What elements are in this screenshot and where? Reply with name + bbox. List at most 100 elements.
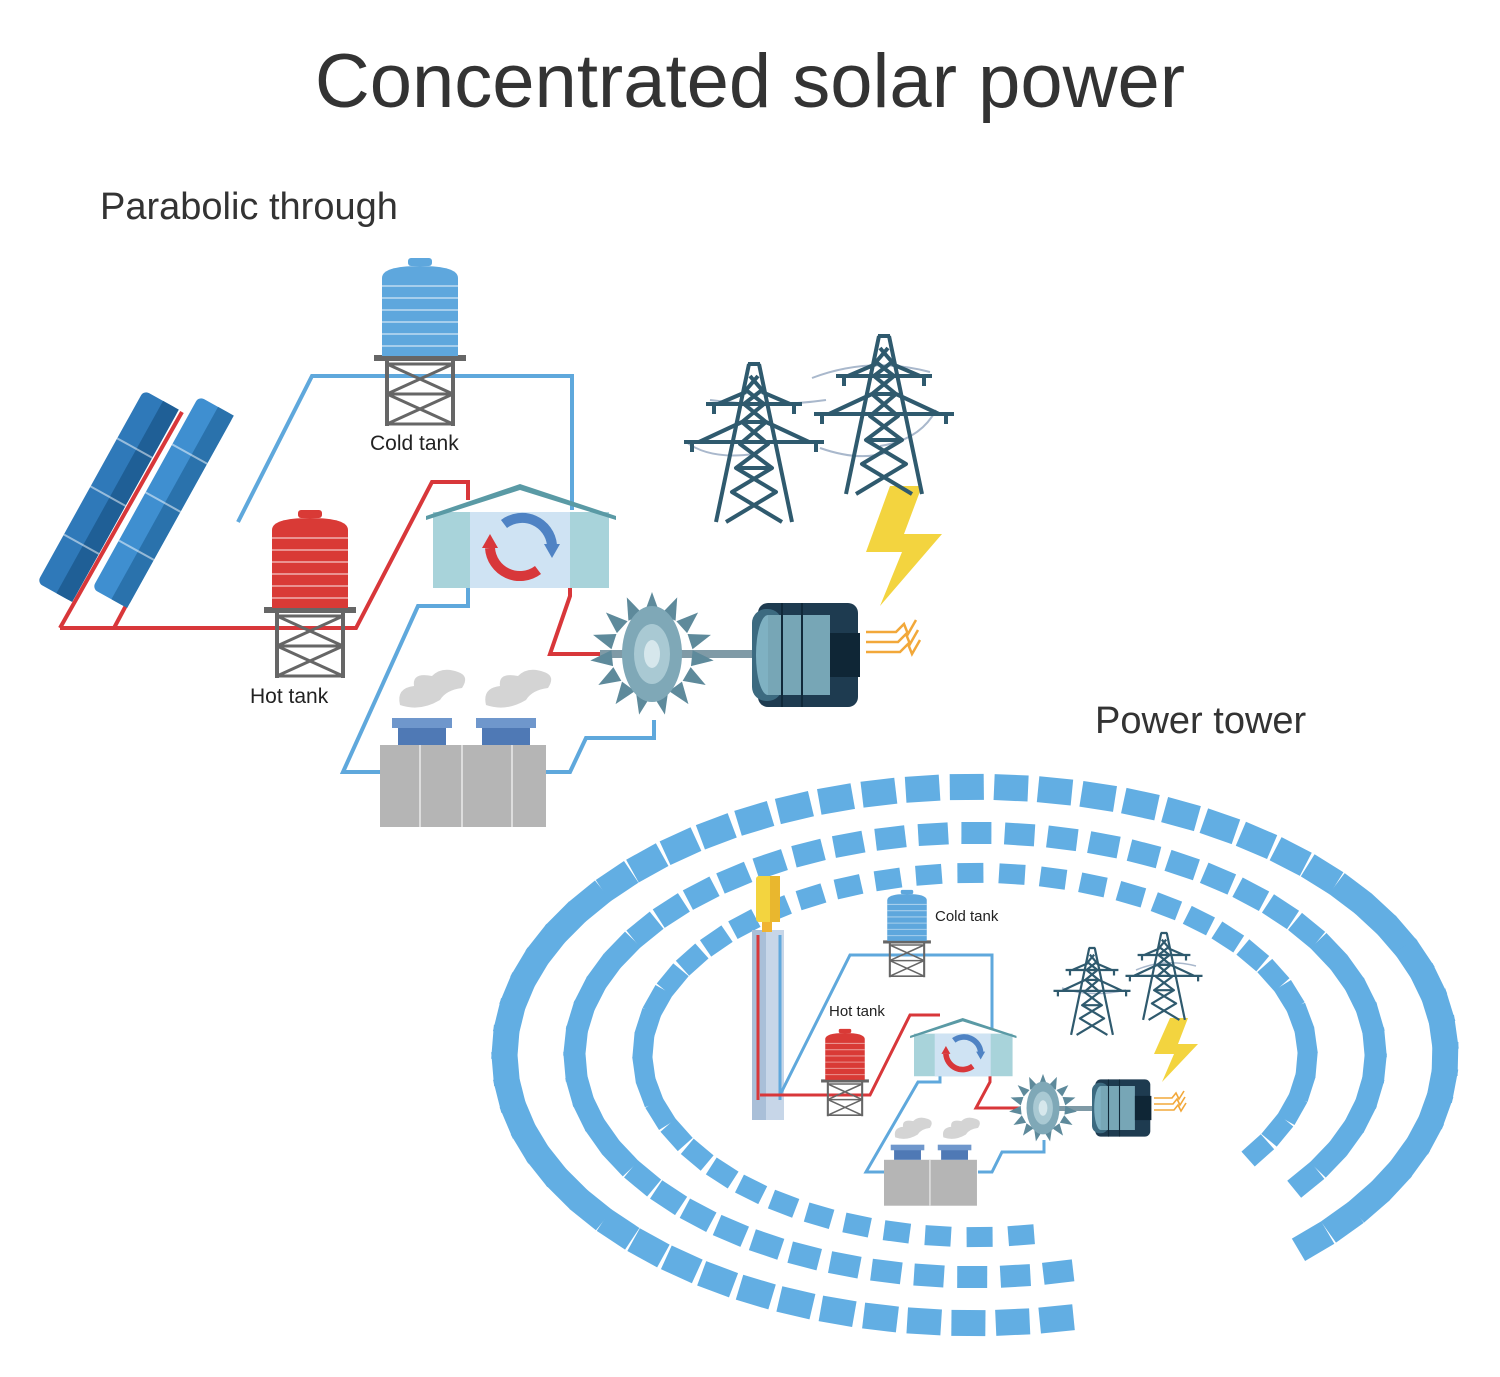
- page-title: Concentrated solar power: [314, 39, 1186, 124]
- heliostat-mirror-icon: [642, 984, 673, 1018]
- heliostat-mirror-icon: [1288, 1071, 1316, 1103]
- heliostat-mirror-icon: [695, 813, 737, 850]
- heliostat-mirror-icon: [675, 943, 709, 976]
- heliostat-mirror-icon: [998, 863, 1026, 885]
- heat-exchanger-house-icon: [910, 1017, 1017, 1077]
- heliostat-mirror-icon: [568, 880, 612, 923]
- heliostat-mirror-icon: [862, 1302, 899, 1333]
- heliostat-mirror-icon: [913, 1263, 945, 1288]
- parabolic-trough-system: [39, 258, 956, 827]
- section-heading-tower: Power tower: [1095, 700, 1307, 742]
- turbine-shaft: [1044, 1106, 1100, 1111]
- heliostat-mirror-icon: [767, 1189, 800, 1218]
- heliostat-mirror-icon: [632, 1054, 656, 1084]
- heliostat-mirror-icon: [1038, 1304, 1075, 1334]
- heliostat-mirror-icon: [656, 963, 689, 997]
- heliostat-mirror-icon: [1211, 921, 1245, 953]
- heliostat-mirror-icon: [795, 883, 827, 911]
- heliostat-mirror-icon: [1310, 933, 1348, 970]
- cooling-tower-icon: [884, 1117, 980, 1206]
- heliostat-mirror-icon: [634, 1007, 662, 1039]
- heliostat-mirror-icon: [949, 773, 984, 801]
- heliostat-mirror-icon: [626, 843, 669, 883]
- heliostat-mirror-icon: [874, 825, 907, 851]
- heliostat-mirror-icon: [604, 931, 641, 969]
- heliostat-mirror-icon: [626, 911, 664, 948]
- heliostat-mirror-icon: [803, 1202, 835, 1229]
- heliostat-mirror-icon: [699, 925, 733, 957]
- heliostat-mirror-icon: [1261, 894, 1300, 930]
- heliostat-mirror-icon: [1294, 1026, 1318, 1056]
- heliostat-mirror-icon: [1328, 1118, 1365, 1157]
- heliostat-mirror-icon: [682, 876, 720, 910]
- lightning-bolt-icon: [1154, 1018, 1198, 1082]
- hot-line: [60, 480, 470, 630]
- heliostat-mirror-icon: [748, 1229, 785, 1260]
- heliostat-mirror-icon: [1121, 787, 1160, 821]
- heliostat-mirror-icon: [828, 1251, 862, 1279]
- tower-cold-tank-label: Cold tank: [935, 908, 999, 925]
- heliostat-mirror-icon: [904, 774, 941, 803]
- heliostat-mirror-icon: [728, 909, 761, 940]
- heliostat-mirror-icon: [818, 1295, 857, 1328]
- heliostat-mirror-icon: [831, 830, 866, 858]
- heliostat-mirror-icon: [995, 1308, 1031, 1336]
- cooling-to-turbine-line: [545, 720, 656, 774]
- heliostat-mirror-icon: [957, 1265, 988, 1289]
- output-wires-icon: [1154, 1090, 1187, 1113]
- heliostat-mirror-icon: [627, 1228, 670, 1268]
- heliostat-mirror-icon: [635, 1075, 664, 1108]
- heliostat-mirror-icon: [595, 861, 639, 902]
- heliostat-mirror-icon: [776, 1286, 816, 1320]
- heliostat-mirror-icon: [842, 1212, 872, 1238]
- heliostat-mirror-icon: [915, 863, 943, 886]
- parabolic-trough-collector-icon: [39, 392, 234, 609]
- collector-red-line-1: [58, 411, 184, 629]
- heliostat-mirror-icon: [1300, 854, 1344, 895]
- heliostat-mirror-icon: [1309, 1140, 1347, 1178]
- heliostat-mirror-icon: [961, 821, 992, 845]
- heliostat-mirror-icon: [957, 862, 984, 884]
- heliostat-mirror-icon: [1199, 862, 1237, 895]
- heliostat-mirror-icon: [586, 953, 622, 991]
- heliostat-mirror-icon: [602, 1139, 639, 1177]
- heliostat-mirror-icon: [712, 1214, 750, 1247]
- heliostat-mirror-icon: [1164, 849, 1200, 881]
- tower-cold-line: [778, 953, 994, 1096]
- heliostat-mirror-icon: [650, 1180, 688, 1216]
- power-tower-system: [491, 773, 1459, 1337]
- heliostat-mirror-icon: [951, 1309, 986, 1337]
- steam-turbine-icon: [589, 592, 715, 717]
- heliostat-mirror-icon: [999, 1264, 1031, 1288]
- heliostat-mirror-icon: [1286, 1002, 1315, 1035]
- heliostat-mirror-icon: [1007, 1224, 1035, 1247]
- heliostat-mirror-icon: [870, 1258, 903, 1285]
- heliostat-mirror-icon: [1126, 839, 1162, 869]
- lightning-bolt-icon: [866, 486, 942, 606]
- heliostat-mirror-icon: [817, 783, 855, 815]
- heliostat-mirror-icon: [774, 791, 814, 825]
- tower-hot-tank-label: Hot tank: [829, 1003, 885, 1020]
- heliostat-mirror-icon: [873, 867, 903, 892]
- heliostat-mirror-icon: [1182, 905, 1216, 936]
- heliostat-mirror-icon: [1046, 825, 1079, 852]
- heliostat-mirror-icon: [697, 1261, 739, 1298]
- heliostat-mirror-icon: [1115, 881, 1147, 908]
- heliostat-mirror-icon: [659, 827, 702, 865]
- heliostat-mirror-icon: [1036, 776, 1074, 806]
- heliostat-mirror-icon: [924, 1225, 952, 1247]
- heliostat-mirror-icon: [645, 1097, 677, 1131]
- heliostat-mirror-icon: [993, 774, 1029, 802]
- tower-return-line: [863, 1070, 942, 1174]
- cold-line: [236, 374, 574, 523]
- heliostat-mirror-icon: [624, 1160, 662, 1197]
- transmission-pylon-icon: [1124, 931, 1204, 1022]
- hot-tank-label: Hot tank: [250, 685, 329, 708]
- heliostat-mirror-icon: [1288, 912, 1326, 949]
- heliostat-mirror-icon: [1232, 877, 1270, 911]
- turbine-shaft: [600, 650, 770, 658]
- cooling-tower-icon: [380, 669, 552, 827]
- heliostat-mirror-icon: [1362, 1027, 1387, 1060]
- heliostat-mirror-icon: [734, 801, 775, 836]
